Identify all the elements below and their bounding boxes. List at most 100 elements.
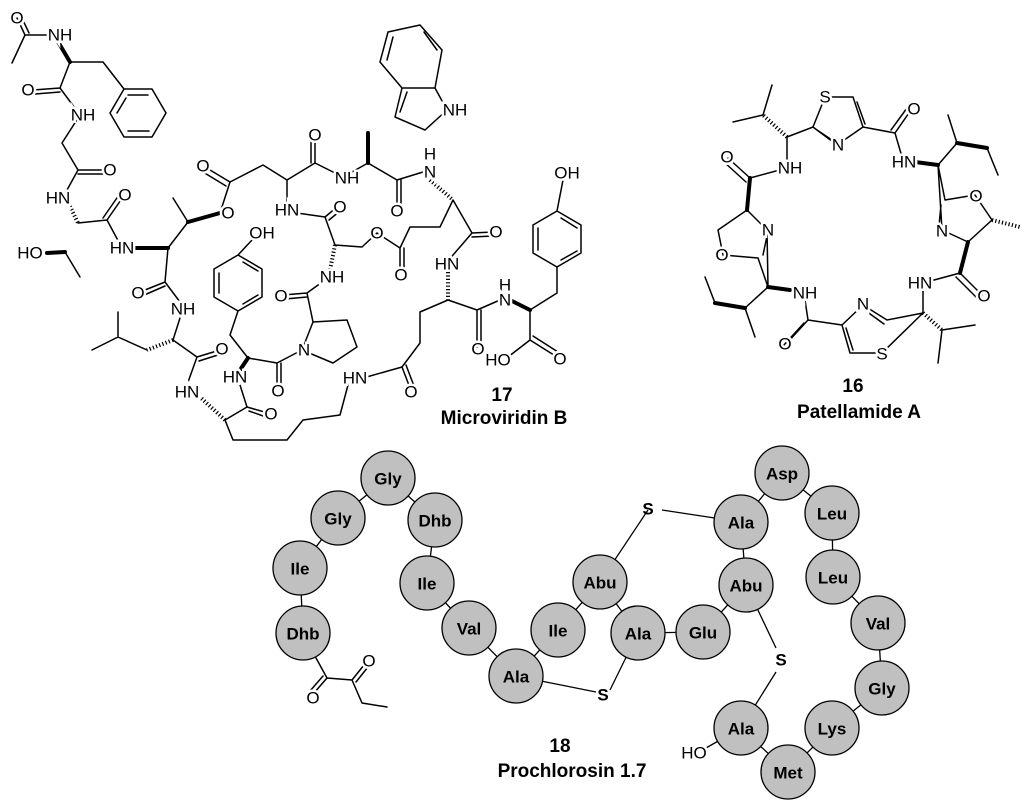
atom-label: HN: [46, 189, 71, 208]
compound-number-17: 17: [491, 385, 512, 406]
residue-label: Gly: [324, 510, 352, 529]
atom-label: HN: [275, 201, 300, 220]
atom-label: N: [857, 295, 869, 314]
atom-label: O: [553, 350, 566, 369]
microviridin-hashed-bonds: [65, 178, 455, 422]
residue-label: Glu: [689, 624, 717, 643]
atom-label: HO: [485, 351, 511, 370]
residue-bead: Val: [850, 595, 906, 651]
atom-label: HN: [908, 274, 933, 293]
atom-label: NH: [171, 300, 196, 319]
residue-label: Leu: [818, 569, 848, 588]
residue-bead: Lys: [804, 700, 860, 756]
patellamide-a-structure: S N O HN O N HN O N S O NH O N NH O 16 P…: [704, 84, 1021, 423]
residue-label: Val: [866, 615, 891, 634]
residue-bead: Ala: [713, 494, 769, 550]
atom-label: H: [499, 276, 511, 295]
ketone-oxygen-label: O: [362, 652, 375, 671]
compound-name-patellamide-a: Patellamide A: [797, 402, 921, 423]
atom-label: O: [333, 198, 346, 217]
residue-bead: Ala: [488, 648, 544, 704]
residue-label: Ala: [503, 668, 530, 687]
residue-bead: Leu: [804, 485, 860, 541]
residue-bead: Ala: [610, 605, 666, 661]
atom-label: O: [131, 284, 144, 303]
atom-label: O: [404, 383, 417, 402]
atom-label: O: [390, 202, 403, 221]
ketone-tail-bonds: [309, 657, 388, 708]
atom-label: O: [720, 148, 733, 167]
residue-label: Ile: [549, 622, 568, 641]
ketone-oxygen-label: O: [306, 689, 319, 708]
residue-bead: Asp: [754, 445, 810, 501]
atom-label: HN: [435, 255, 460, 274]
atom-label: NH: [793, 284, 818, 303]
atom-label: S: [876, 345, 887, 364]
atom-label: O: [10, 9, 23, 28]
atom-label: O: [471, 340, 484, 359]
atom-label: S: [819, 88, 830, 107]
atom-label: N: [298, 341, 310, 360]
atom-label: O: [907, 100, 920, 119]
atom-label: O: [103, 161, 116, 180]
residue-bead: Abu: [718, 557, 774, 613]
residue-label: Dhb: [418, 512, 451, 531]
residue-bead: Dhb: [275, 605, 331, 661]
sulfur-bridge-label: S: [597, 686, 608, 705]
atom-label: NH: [335, 169, 360, 188]
residue-beads: Gly Gly Dhb Ile Ile Dhb Val Ala Ile Abu …: [272, 445, 910, 800]
atom-label: NH: [71, 106, 96, 125]
sulfur-bridge-label: S: [642, 500, 653, 519]
atom-label: NH: [778, 159, 803, 178]
residue-bead: Ile: [530, 602, 586, 658]
atom-label: O: [118, 186, 131, 205]
residue-label: Gly: [868, 680, 896, 699]
residue-label: Asp: [766, 465, 798, 484]
atom-label: O: [370, 224, 383, 243]
atom-label: NH: [443, 101, 468, 120]
atom-label: O: [308, 126, 321, 145]
residue-label: Ala: [728, 514, 755, 533]
residue-label: Ala: [728, 720, 755, 739]
residue-label: Dhb: [286, 625, 319, 644]
residue-label: Val: [457, 620, 482, 639]
atom-label: O: [215, 340, 228, 359]
prochlorosin-structure: O O Gly Gly Dhb Ile Ile Dhb Val Ala Ile …: [272, 445, 910, 800]
atom-label: HN: [343, 369, 368, 388]
atom-label: O: [489, 223, 502, 242]
atom-label: O: [274, 287, 287, 306]
bead-links: [299, 472, 883, 773]
residue-bead: Leu: [805, 549, 861, 605]
residue-bead: Ala: [713, 700, 769, 756]
atom-label: O: [221, 204, 234, 223]
residue-label: Ala: [625, 625, 652, 644]
sulfur-bridge-label: S: [775, 651, 786, 670]
residue-label: Leu: [817, 505, 847, 524]
residue-bead: Ile: [272, 540, 328, 596]
patellamide-hashed-bonds: [761, 113, 1021, 332]
atom-label: N: [936, 222, 948, 241]
atom-label: HN: [110, 239, 135, 258]
atom-label: OH: [554, 164, 580, 183]
atom-label: N: [832, 136, 844, 155]
residue-label: Ile: [418, 575, 437, 594]
atom-label: O: [271, 382, 284, 401]
microviridin-wedge-bonds: [45, 38, 532, 372]
patellamide-bonds: [704, 84, 999, 364]
residue-bead: Gly: [360, 450, 416, 506]
microviridin-bonds: [11, 15, 582, 441]
atom-label: N: [762, 221, 774, 240]
residue-bead: Gly: [310, 490, 366, 546]
residue-bead: Abu: [572, 554, 628, 610]
microviridin-atom-labels: O NH O NH O HN O HO HN O O O NH HN O NH …: [8, 6, 582, 426]
residue-label: Ile: [291, 560, 310, 579]
atom-label: HO: [17, 244, 43, 263]
atom-label: O: [977, 287, 990, 306]
compound-name-prochlorosin: Prochlorosin 1.7: [498, 761, 647, 782]
residue-label: Abu: [583, 574, 616, 593]
atom-label: HN: [175, 383, 200, 402]
atom-label: NH: [320, 268, 345, 287]
residue-label: Met: [773, 764, 803, 783]
atom-label: H: [424, 145, 436, 164]
